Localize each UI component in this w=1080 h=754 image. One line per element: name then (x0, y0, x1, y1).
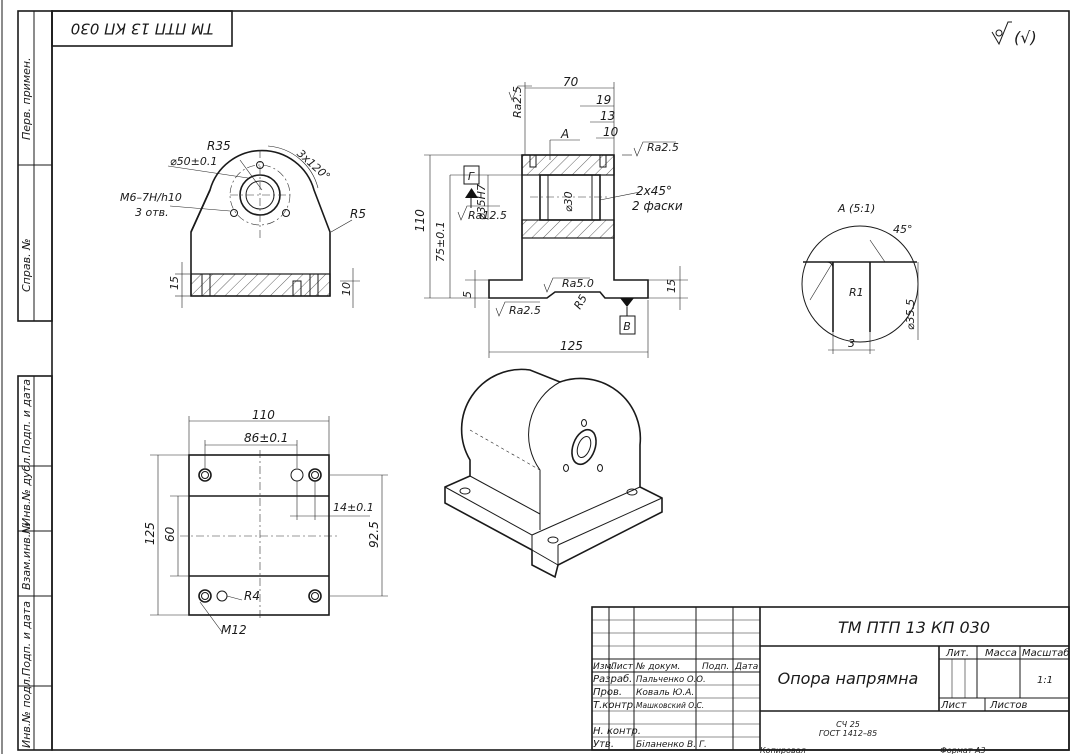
sec-ra25-bottom: Ra2.5 (509, 304, 541, 317)
top-r4: R4 (244, 589, 260, 603)
detail-angle: 45° (893, 223, 913, 236)
tb-name-prov: Коваль Ю.А. (636, 688, 694, 698)
top-d125: 125 (143, 522, 157, 545)
sec-d5: 5 (461, 291, 474, 298)
title-block: ТМ ПТП 13 КП 030 Опора напрямна СЧ 25 ГО… (591, 606, 1070, 751)
tb-col-izm: Изм. (593, 662, 614, 672)
tb-col-list: Лист (609, 662, 634, 672)
sec-label-v: В (623, 320, 631, 333)
detail-label: А (5:1) (837, 202, 875, 215)
sec-ra125: Ra12.5 (468, 209, 507, 222)
sec-label-g: Г (468, 170, 475, 183)
side-label-5: Взам.инв.№ (20, 522, 33, 590)
front-view: R35 ⌀50±0.1 3х120° М6–7Н/h10 3 отв. R5 1… (120, 139, 366, 308)
sec-d15: 15 (665, 279, 678, 293)
front-holes: 3 отв. (135, 206, 169, 219)
front-dim10: 10 (340, 282, 353, 296)
tb-row-razrab: Разраб. (593, 673, 632, 685)
tb-col-sign: Подп. (702, 662, 729, 672)
front-dim15: 15 (168, 276, 181, 290)
side-label-1: Перв. примен. (20, 57, 33, 140)
front-phi50: ⌀50±0.1 (170, 155, 217, 168)
side-strip: Перв. примен. Справ. № Подп. и дата Инв.… (17, 10, 53, 751)
sec-ra25-top: Ra2.5 (511, 86, 524, 118)
front-r5: R5 (350, 207, 366, 221)
front-thread: М6–7Н/h10 (120, 191, 182, 204)
tb-list: Лист (940, 700, 968, 711)
sec-d19: 19 (596, 93, 611, 107)
roughness-sign: (√) (1014, 28, 1037, 47)
side-label-6: Подп. и дата (20, 601, 33, 676)
side-label-3: Подп. и дата (20, 379, 33, 454)
format-label: Формат А3 (940, 746, 986, 754)
sec-chamfer: 2х45° (636, 184, 672, 198)
detail-d3: 3 (848, 337, 855, 350)
tb-col-date: Дата (734, 662, 758, 672)
detail-r1: R1 (849, 286, 864, 299)
top-stamp: ТМ ПТП 13 КП 030 (51, 10, 233, 47)
top-stamp-code: ТМ ПТП 13 КП 030 (71, 20, 214, 38)
sec-chamfer-note: 2 фаски (632, 199, 683, 213)
sec-d110: 110 (413, 209, 427, 232)
sec-d30: ⌀30 (562, 191, 575, 212)
general-roughness-mark: (√) (991, 21, 1037, 47)
sec-ra25-right: Ra2.5 (647, 141, 679, 154)
top-view: 110 86±0.1 125 60 14±0.1 92.5 R4 М12 (143, 408, 388, 637)
sec-d75: 75±0.1 (434, 221, 447, 262)
detail-a: А (5:1) 45° R1 3 ⌀35.5 (801, 202, 919, 354)
tb-col-doc: № докум. (635, 662, 680, 672)
top-d925: 92.5 (367, 521, 381, 548)
sec-ra50: Ra5.0 (562, 277, 594, 290)
tb-name: Опора напрямна (778, 669, 919, 688)
top-d110: 110 (252, 408, 275, 422)
tb-massa: Масса (985, 648, 1017, 659)
tb-name-razrab: Пальченко О.О. (636, 675, 706, 685)
copied-label: Копировал (760, 746, 806, 754)
tb-scale: 1:1 (1037, 675, 1053, 686)
sec-d35: ⌀35Н7 (475, 184, 488, 220)
top-d60: 60 (163, 526, 177, 542)
top-m12: М12 (221, 623, 247, 637)
sec-label-a: А (560, 127, 569, 141)
sec-d125: 125 (560, 339, 583, 353)
side-label-4: Инв.№ дубл. (20, 454, 33, 526)
detail-d355: ⌀35.5 (904, 299, 917, 330)
tb-material-2: ГОСТ 1412–85 (819, 729, 877, 738)
tb-name-tkontr: Машковский О.С. (636, 701, 704, 710)
side-label-2: Справ. № (20, 238, 33, 292)
tb-material-1: СЧ 25 (836, 720, 860, 729)
tb-masshtab: Масштаб (1022, 647, 1070, 659)
sec-d10: 10 (603, 125, 619, 139)
tb-row-prov: Пров. (593, 687, 622, 698)
tb-row-utv: Утв. (593, 739, 614, 750)
tb-code: ТМ ПТП 13 КП 030 (838, 618, 990, 637)
top-d86: 86±0.1 (244, 431, 288, 445)
sec-d70: 70 (563, 75, 579, 89)
side-label-7: Инв.№ подл. (20, 676, 33, 748)
isometric-view (444, 368, 663, 579)
tb-row-tkontr: Т.контр. (593, 700, 636, 711)
sec-d13: 13 (600, 109, 615, 123)
sheet-frame (51, 10, 1070, 751)
tb-lit: Лит. (945, 648, 969, 659)
sec-r5: R5 (571, 292, 590, 311)
section-view: 70 19 13 10 Ra2.5 Ra2.5 Ra12.5 Ra5.0 Ra2… (413, 75, 688, 358)
tb-listov: Листов (989, 700, 1027, 711)
front-r35: R35 (207, 139, 231, 153)
top-d14: 14±0.1 (333, 501, 374, 514)
tb-row-nkontr: Н. контр. (593, 726, 641, 737)
tb-name-utv: Біланенко В. Г. (636, 740, 707, 750)
